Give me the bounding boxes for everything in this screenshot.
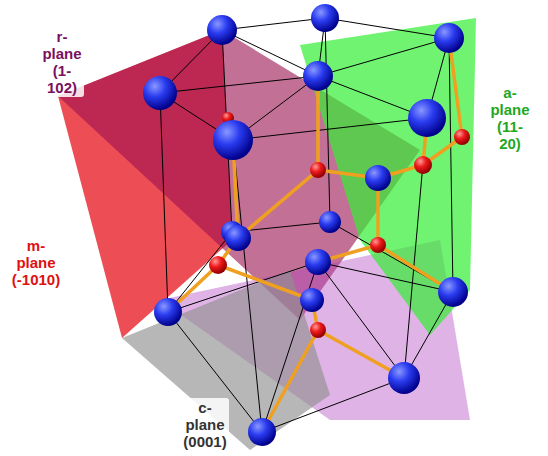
blue-atom [207, 15, 237, 45]
blue-atom [408, 99, 446, 137]
plane-label: r-plane (1-102) [40, 27, 83, 97]
blue-atom [225, 225, 251, 251]
blue-atom [154, 298, 182, 326]
blue-atom [388, 362, 420, 394]
blue-atom [311, 4, 339, 32]
blue-atom [305, 249, 331, 275]
blue-atom [319, 211, 341, 233]
bond [238, 170, 318, 238]
blue-atom [248, 418, 276, 446]
top-hexagon [160, 18, 449, 140]
atom-bonds [168, 38, 462, 432]
blue-atom [434, 23, 464, 53]
cell-edge [160, 76, 318, 93]
cell-edge [168, 262, 318, 312]
plane-label: a-plane (11-20) [488, 83, 531, 153]
blue-atoms [143, 4, 468, 446]
cell-edge [318, 38, 449, 76]
bond [218, 265, 312, 300]
red-atom [454, 129, 470, 145]
cell-edge [160, 93, 168, 312]
blue-atom [303, 61, 333, 91]
red-atom [370, 237, 386, 253]
crystal-planes [58, 18, 476, 450]
red-atom [310, 162, 326, 178]
red-atom [209, 256, 227, 274]
cell-edge [222, 30, 318, 76]
plane-label: m-plane (-1010) [10, 236, 62, 289]
blue-atom [143, 76, 177, 110]
blue-atom [438, 277, 468, 307]
cell-edge [262, 262, 318, 432]
c-plane-face [122, 270, 330, 450]
blue-atom [365, 165, 391, 191]
bond [262, 330, 318, 432]
blue-atom [300, 288, 324, 312]
red-atom [310, 322, 326, 338]
cell-edges [160, 18, 453, 432]
cell-edge [318, 262, 453, 292]
cell-edge [318, 262, 404, 378]
red-atom [414, 156, 432, 174]
cell-edge [325, 18, 330, 222]
red-atoms [209, 112, 470, 338]
a-plane-face [300, 18, 476, 335]
blue-atom [213, 120, 253, 160]
plane-label: c-plane (0001) [181, 398, 228, 451]
